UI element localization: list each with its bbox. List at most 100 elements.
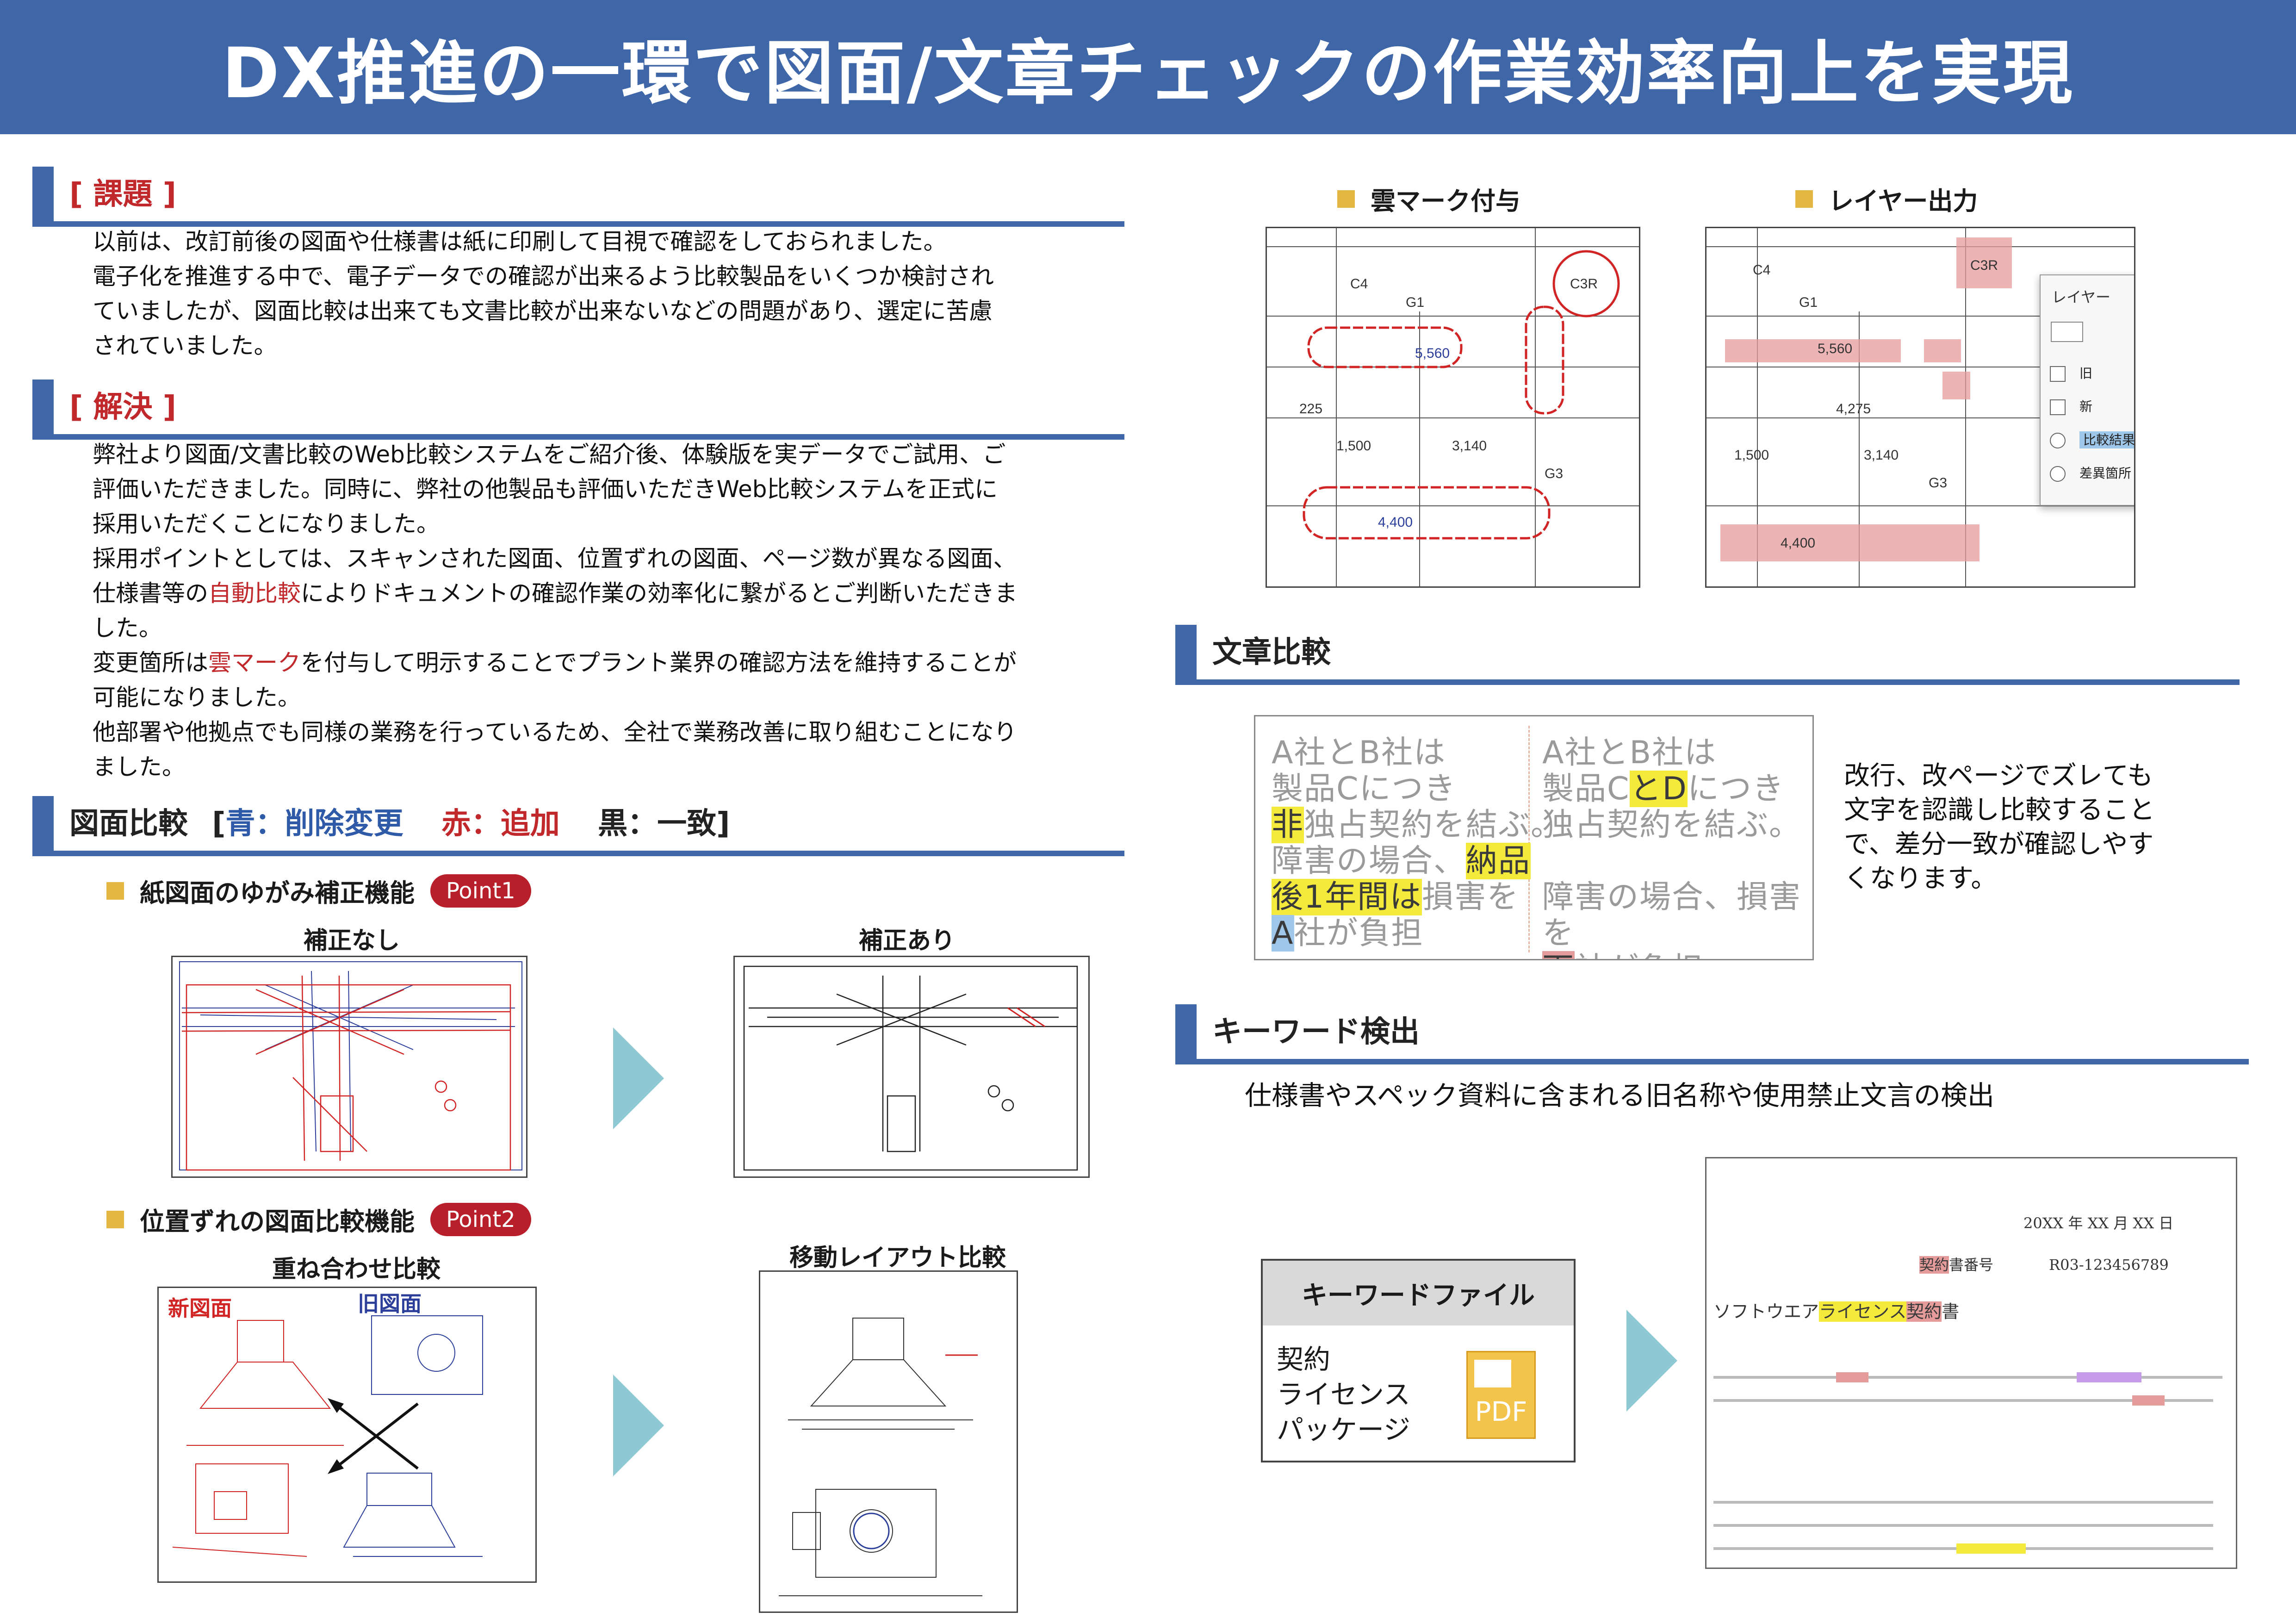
section-marker	[1175, 1004, 1197, 1060]
solution-line: した。	[93, 615, 162, 641]
text-compare-heading: 文章比較	[1212, 635, 1331, 670]
svg-text:5,560: 5,560	[1415, 346, 1450, 361]
svg-text:C4: C4	[1753, 262, 1770, 278]
cloud-mark-label: 雲マーク付与	[1337, 180, 1520, 217]
arrow-right-icon	[613, 1027, 664, 1129]
caption-before-correction: 補正なし	[303, 927, 400, 955]
caption-overlay-compare: 重ね合わせ比較	[272, 1256, 441, 1283]
section-marker	[1175, 625, 1197, 680]
drawing-compare-header: 図面比較 [青：削除変更 赤：追加 黒：一致]	[32, 791, 1124, 856]
layer-output-label: レイヤー出力	[1795, 180, 1978, 217]
layer-menu-icon[interactable]	[2051, 322, 2083, 342]
solution-line: 変更箇所は雲マークを付与して明示することでプラント業界の確認方法を維持することが	[93, 649, 1017, 676]
section-rule	[32, 851, 1124, 856]
layer-output-drawing: C3R C4 G1 G3 5,560 4,400 1,500 3,140 4,2…	[1705, 227, 2135, 588]
issue-heading: [ 課題 ]	[69, 177, 177, 212]
legend-blue: 青：削除変更	[225, 807, 403, 841]
text-right-block: A社とB社は 製品CとDにつき 独占契約を結ぶ。 障害の場合、損害を 両社が負担	[1542, 735, 1812, 959]
section-rule	[1175, 1059, 2249, 1064]
svg-text:C3R: C3R	[1970, 258, 1998, 273]
svg-text:3,140: 3,140	[1452, 438, 1487, 454]
solution-heading: [ 解決 ]	[69, 390, 177, 424]
drawing-moved-layout	[759, 1270, 1018, 1613]
svg-text:1,500: 1,500	[1336, 438, 1371, 454]
old-drawing-label: 旧図面	[358, 1292, 422, 1316]
point2-badge: Point2	[430, 1202, 531, 1236]
svg-text:4,400: 4,400	[1378, 515, 1413, 530]
divider	[1528, 726, 1530, 952]
doc-text-line	[1713, 1376, 2222, 1385]
keyword-desc: 仕様書やスペック資料に含まれる旧名称や使用禁止文言の検出	[1245, 1080, 1994, 1111]
keyword-list: 契約 ライセンス パッケージ	[1277, 1342, 1410, 1447]
svg-text:G3: G3	[1545, 466, 1563, 481]
caption-after-correction: 補正あり	[858, 927, 955, 955]
section-rule	[32, 221, 1124, 227]
solution-header: [ 解決 ]	[32, 375, 1124, 440]
checkbox-icon[interactable]	[2050, 399, 2066, 415]
issue-line: されていました。	[93, 332, 277, 359]
keyword-item: パッケージ	[1277, 1414, 1410, 1445]
issue-line: 以前は、改訂前後の図面や仕様書は紙に印刷して目視で確認をしておられました。	[93, 228, 947, 255]
doc-text-line	[1713, 1399, 2213, 1402]
drawing-compare-heading: 図面比較 [青：削除変更 赤：追加 黒：一致]	[69, 807, 730, 841]
svg-text:C4: C4	[1350, 276, 1368, 292]
svg-text:5,560: 5,560	[1818, 341, 1852, 356]
keyword-hit	[1956, 1543, 2026, 1554]
issue-header: [ 課題 ]	[32, 162, 1124, 227]
square-bullet	[1795, 190, 1813, 208]
point1-label: 紙図面のゆがみ補正機能 Point1	[106, 872, 531, 909]
checkbox-icon[interactable]	[2050, 366, 2066, 382]
svg-text:4,275: 4,275	[1836, 401, 1871, 417]
pdf-icon: PDF	[1466, 1351, 1536, 1439]
eye-icon[interactable]	[2050, 466, 2066, 482]
keyword-hit	[2132, 1395, 2165, 1406]
svg-text:G3: G3	[1929, 475, 1947, 491]
keyword-heading: キーワード検出	[1212, 1015, 1420, 1049]
highlight-cloud-mark: 雲マーク	[208, 649, 301, 676]
square-bullet	[106, 1210, 124, 1228]
point1-badge: Point1	[430, 874, 531, 908]
svg-text:C3R: C3R	[1570, 276, 1598, 292]
layer-panel-title: レイヤー	[2052, 288, 2111, 306]
layer-item[interactable]: 差異箇所	[2050, 463, 2131, 482]
arrow-right-icon	[1626, 1310, 1677, 1412]
page-title: DX推進の一環で図面/文章チェックの作業効率向上を実現	[0, 0, 2296, 134]
solution-line: 他部署や他拠点でも同様の業務を行っているため、全社で業務改善に取り組むことになり	[93, 719, 1017, 746]
solution-line: ました。	[93, 753, 185, 780]
section-marker	[32, 796, 54, 852]
keyword-hit	[1836, 1372, 1868, 1382]
section-rule	[32, 434, 1124, 440]
legend-red: 赤：追加	[441, 807, 560, 841]
doc-date: 20XX 年 XX 月 XX 日	[2023, 1214, 2174, 1232]
solution-line: 弊社より図面/文書比較のWeb比較システムをご紹介後、体験版を実データでご試用、…	[93, 441, 1006, 468]
doc-text-line	[1713, 1501, 2213, 1504]
layer-item[interactable]: 旧	[2050, 363, 2092, 382]
section-marker	[32, 380, 54, 435]
cloud-mark-drawing: C3R C4 G1 G3 5,560 4,400 1,500 3,140 225	[1266, 227, 1640, 588]
text-left-block: A社とB社は 製品Cにつき 非独占契約を結ぶ。 障害の場合、納品 後1年間は損害…	[1272, 734, 1564, 952]
solution-line: 評価いただきました。同時に、弊社の他製品も評価いただきWeb比較システムを正式に	[93, 476, 998, 503]
svg-text:225: 225	[1299, 401, 1322, 417]
solution-line: 採用いただくことになりました。	[93, 510, 440, 537]
layer-item[interactable]: 新	[2050, 397, 2092, 415]
drawing-corrected	[733, 956, 1090, 1178]
svg-text:G1: G1	[1799, 295, 1818, 310]
caption-moved-layout: 移動レイアウト比較	[789, 1244, 1006, 1272]
svg-text:G1: G1	[1406, 295, 1424, 310]
solution-text: 弊社より図面/文書比較のWeb比較システムをご紹介後、体験版を実データでご試用、…	[93, 437, 1129, 784]
svg-text:1,500: 1,500	[1734, 448, 1769, 463]
keyword-file-title: キーワードファイル	[1263, 1261, 1574, 1325]
doc-text-line	[1713, 1524, 2213, 1527]
arrow-right-icon	[613, 1375, 664, 1476]
layer-item[interactable]: 比較結果	[2050, 430, 2134, 448]
issue-line: ていましたが、図面比較は出来ても文書比較が出来ないなどの問題があり、選定に苦慮	[93, 298, 993, 324]
highlight-auto-compare: 自動比較	[208, 580, 301, 607]
keyword-hit	[2077, 1372, 2141, 1382]
solution-line: 仕様書等の自動比較によりドキュメントの確認作業の効率化に繋がるとご判断いただきま	[93, 580, 1018, 607]
issue-line: 電子化を推進する中で、電子データでの確認が出来るよう比較製品をいくつか検討され	[93, 263, 994, 290]
text-compare-header: 文章比較	[1175, 620, 2240, 685]
new-drawing-label: 新図面	[168, 1296, 232, 1320]
eye-icon[interactable]	[2050, 433, 2066, 448]
drawing-uncorrected	[171, 956, 527, 1178]
legend-black: 黒：一致	[598, 807, 717, 841]
